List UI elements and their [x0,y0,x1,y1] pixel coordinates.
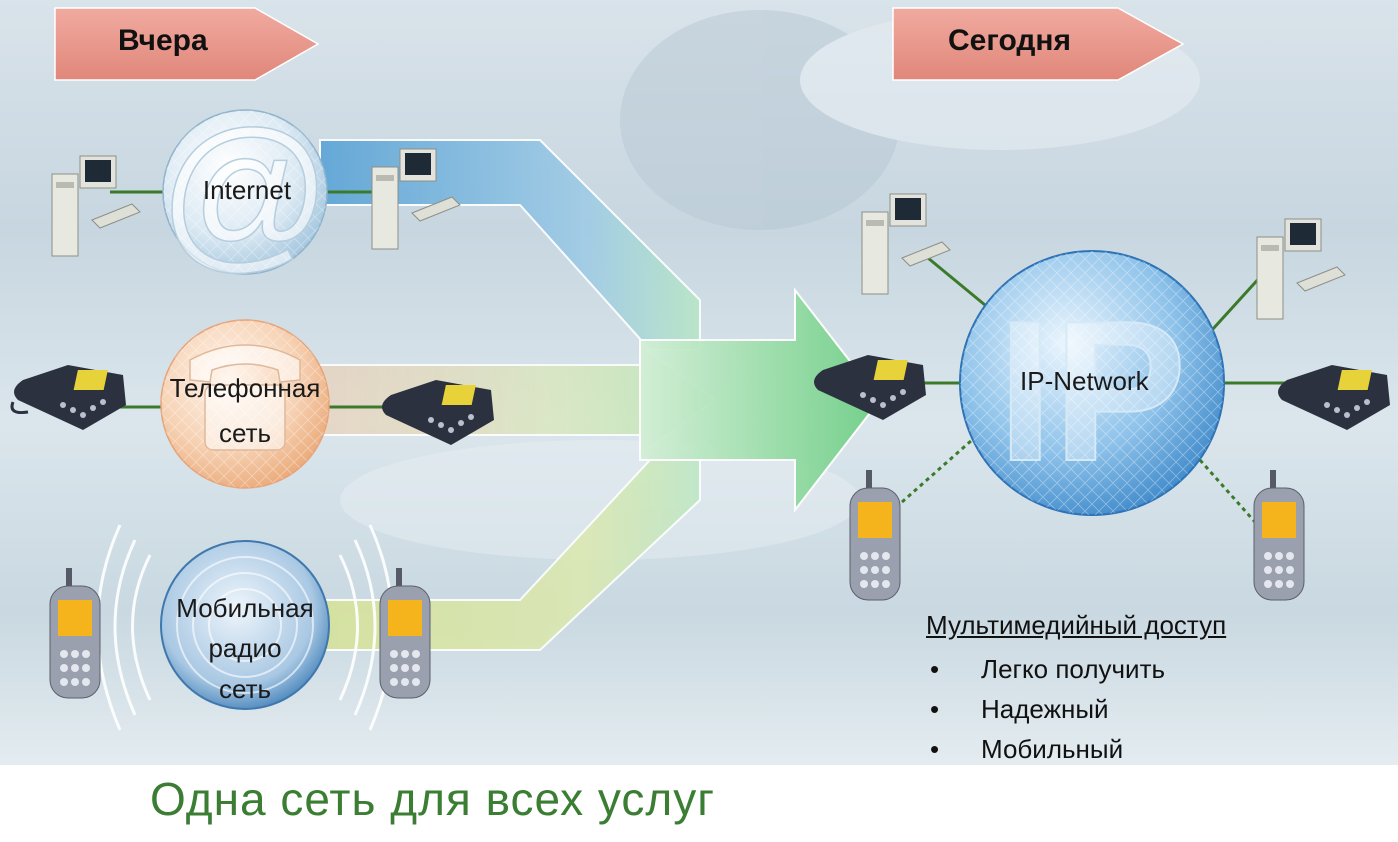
mobile-network-label-line1: Мобильная [176,593,314,623]
internet-sphere: @ [158,96,332,288]
benefit-list: Легко получить Надежный Мобильный [926,649,1366,769]
links-today [901,256,1285,531]
benefit-item-easy: Легко получить [926,649,1366,689]
multimedia-access-block: Мультимедийный доступ Легко получить Над… [926,610,1366,769]
pc-icon [371,148,461,250]
tag-yesterday [54,7,320,81]
at-sign-icon: @ [159,97,332,287]
phone-network-label-line2: сеть [218,417,272,448]
mobile-network-label-line3: сеть [218,673,272,704]
benefit-item-reliable: Надежный [926,689,1366,729]
mobile-phone-icon [1253,470,1305,601]
phone-network-label: Телефонная сеть [150,372,340,449]
phone-network-sphere [160,319,330,489]
flow-arrow-merged [639,287,882,513]
benefit-item-mobile: Мобильный [926,729,1366,769]
multimedia-access-heading: Мультимедийный доступ [926,610,1227,640]
mobile-network-sphere [160,540,330,710]
pc-icon [51,155,141,257]
desk-phone-icon [1278,365,1390,430]
slide-caption: Одна сеть для всех услуг [150,773,715,825]
phone-network-label-line1: Телефонная [169,373,321,403]
desk-phone-icon [382,380,494,445]
pc-icon [861,193,951,295]
mobile-phone-icon [849,470,901,601]
ip-network-label: IP-Network [1020,366,1149,396]
tag-today-label: Сегодня [948,24,1072,57]
mobile-phone-icon [49,568,101,699]
desk-phone-icon [10,365,126,430]
internet-label: Internet [202,175,292,205]
mobile-network-label: Мобильная радио сеть [150,588,340,709]
mobile-network-label-line2: радио [208,633,282,664]
tag-yesterday-label: Вчера [118,24,208,57]
ip-network-sphere: IP [959,250,1225,516]
mobile-phone-icon [379,568,431,699]
tag-today [892,7,1185,81]
telephone-icon [189,344,301,451]
ip-letters: IP [998,280,1187,503]
desk-phone-icon [814,355,926,420]
pc-icon [1256,218,1346,320]
